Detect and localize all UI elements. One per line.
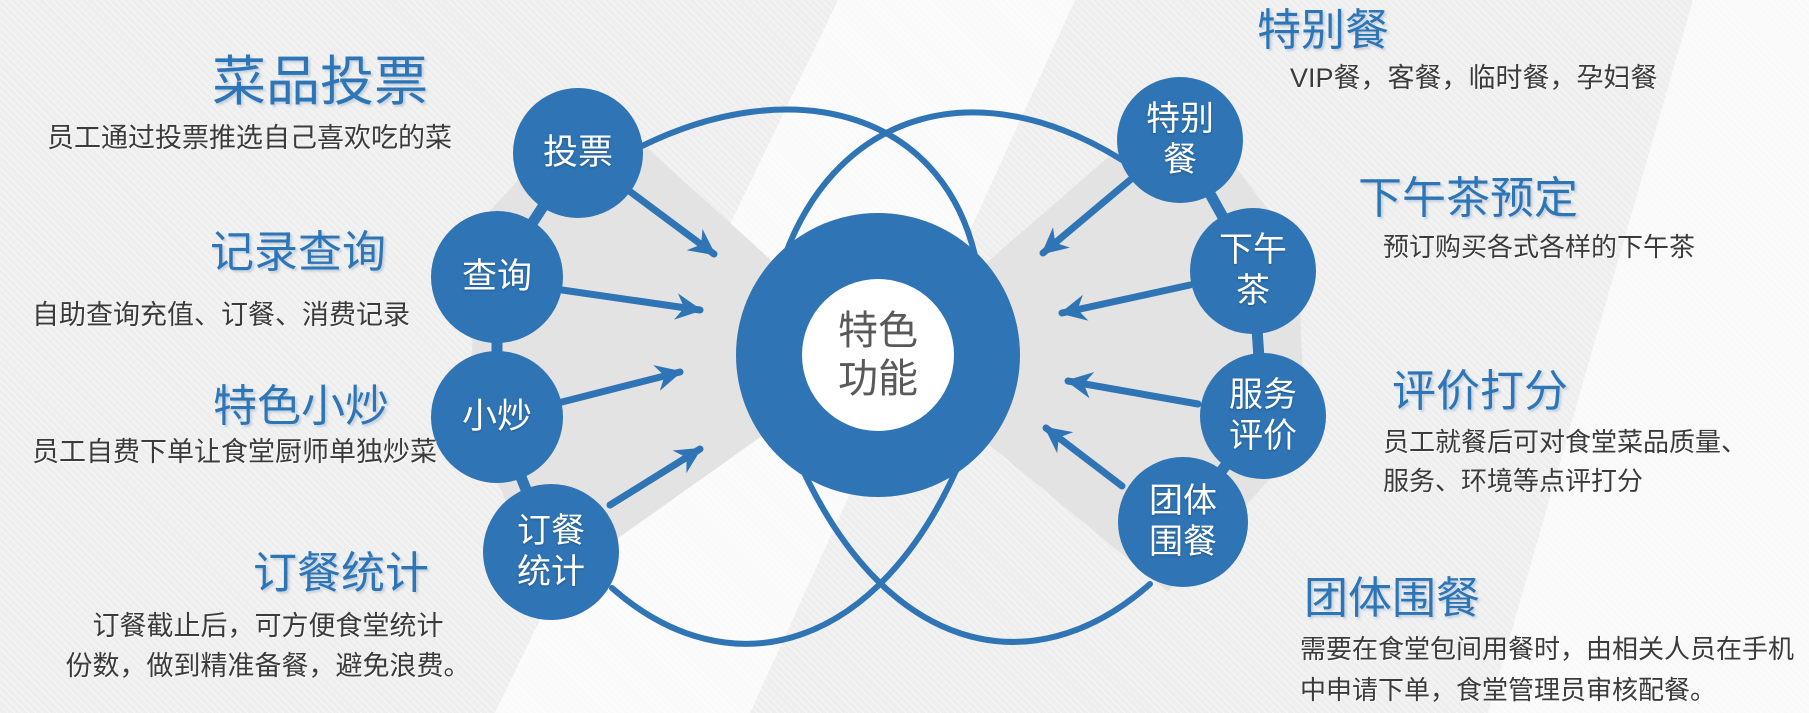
arrow-query-to-center [558,286,704,320]
node-afternoon-tea: 下午 茶 [1190,208,1316,334]
desc-special-meal: VIP餐，客餐，临时餐，孕妇餐 [1290,63,1658,93]
orbit-arc-bottom-right [794,454,1153,645]
background-right-wedge [1488,0,1809,713]
title-special-meal: 特别餐 [1257,6,1389,55]
center-node-label: 特色 功能 [802,279,954,431]
desc-dish-voting: 员工通过投票推选自己喜欢吃的菜 [47,123,452,153]
title-order-statistics: 订餐统计 [253,549,429,598]
node-service-rating: 服务 评价 [1200,353,1326,479]
node-group-dining: 团体 围餐 [1118,457,1248,587]
title-special-stirfry: 特色小炒 [213,382,389,431]
center-arrows [558,176,1202,509]
title-dish-voting: 菜品投票 [212,52,428,112]
title-record-query: 记录查询 [210,228,386,277]
center-node: 特色 功能 [736,213,1020,497]
title-afternoon-tea: 下午茶预定 [1358,174,1578,223]
desc-group-dining: 需要在食堂包间用餐时，由相关人员在手机 中申请下单，食堂管理员审核配餐。 [1300,634,1795,705]
left-fan-shape [468,98,876,590]
orbit-arc-top-right [777,109,1125,273]
arrow-stirfry-to-center [558,365,684,406]
desc-rating: 员工就餐后可对食堂菜品质量、 服务、环境等点评打分 [1383,427,1748,496]
node-special-meal: 特别 餐 [1117,77,1243,203]
orbit-arcs [609,106,1153,647]
desc-afternoon-tea: 预订购买各式各样的下午茶 [1383,232,1696,262]
orbit-arc-bottom-left [609,454,965,647]
desc-order-statistics: 订餐截止后，可方便食堂统计 份数，做到精准备餐，避免浪费。 [65,611,471,681]
desc-record-query: 自助查询充值、订餐、消费记录 [32,300,410,330]
arrow-tea-to-center [1058,281,1194,321]
arrow-orderstats-to-center [606,445,704,509]
arrow-service-to-center [1064,372,1202,408]
arrow-special-to-center [1039,176,1134,257]
arrow-vote-to-center [624,186,718,258]
node-query: 查询 [431,211,563,343]
orbit-arc-top-left [637,106,981,273]
node-vote: 投票 [513,88,643,218]
node-order-stats: 订餐 统计 [483,484,619,620]
desc-special-stirfry: 员工自费下单让食堂厨师单独炒菜 [32,437,437,467]
arrow-group-to-center [1042,424,1126,490]
node-stirfry: 小炒 [431,351,563,483]
title-group-dining: 团体围餐 [1304,574,1480,623]
title-rating: 评价打分 [1392,367,1568,416]
